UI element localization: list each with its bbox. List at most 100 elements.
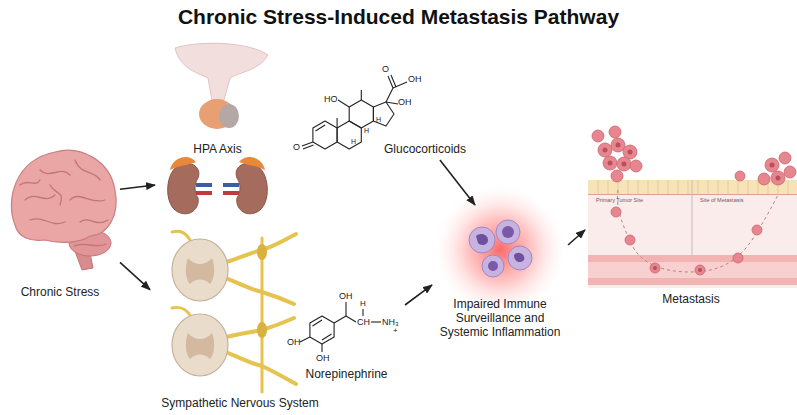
metastasis-illustration-part-part (608, 180, 609, 194)
glucocorticoid-structure-part (393, 82, 407, 88)
metastasis-illustration-part-part (630, 160, 642, 172)
atom-label: OH (398, 98, 412, 107)
glucocorticoid-structure-part (338, 100, 349, 107)
norepinephrine-structure-part (313, 320, 323, 326)
metastasis-illustration-part-part (611, 207, 621, 217)
metastasis-illustration-part-part (776, 176, 781, 181)
metastasis-illustration-part-part (698, 180, 699, 194)
immune-cells-illustration (436, 186, 564, 314)
atom-label: OH (408, 75, 422, 84)
immune-cells-illustration-part (496, 220, 520, 244)
norepinephrine-structure-part (310, 316, 334, 344)
brain-illustration-part-part (80, 220, 108, 223)
atom-label: O (382, 65, 389, 74)
illustrated-node: Metastasis (585, 120, 797, 315)
spinal-cord-illustration-part (186, 333, 214, 359)
metastasis-illustration-part-part (718, 180, 719, 194)
metastasis-illustration-part-part (648, 180, 649, 194)
atom-label: HO (324, 95, 338, 104)
glucocorticoid-structure-part (373, 102, 394, 126)
metastasis-illustration-part (588, 262, 797, 278)
metastasis-illustration-part-part (598, 180, 599, 194)
brain-illustration-part-part (70, 196, 105, 201)
metastasis-illustration-part-part (733, 253, 743, 263)
metastasis-illustration-part-part (622, 162, 627, 167)
norepinephrine-structure (300, 302, 381, 352)
norepinephrine-structure-part (334, 316, 346, 323)
glucocorticoid-structure-part (391, 75, 396, 87)
illustrated-node: Chronic Stress (0, 140, 120, 310)
metastasis-illustration-part-part (735, 171, 745, 181)
metastasis-illustration-part-part (688, 180, 689, 194)
metastasis-illustration-part (588, 180, 797, 288)
illustrated-node: HPA Axis (155, 45, 280, 220)
norepinephrine-structure-part (321, 344, 322, 352)
metastasis-illustration-part-part (770, 163, 775, 168)
spinal-cord-illustration-part-part (172, 307, 190, 315)
illustrated-node: Impaired Immune Surveillance and Systemi… (432, 205, 568, 360)
node-caption: HPA Axis (155, 142, 280, 156)
metastasis-illustration (588, 126, 797, 288)
atom-label: H (360, 300, 366, 308)
spinal-cord-illustration-part (186, 258, 214, 284)
metastasis-illustration-part-part (628, 180, 629, 194)
metastasis-illustration-part-part (616, 143, 621, 148)
metastasis-illustration-part (588, 255, 797, 285)
flow-arrow (405, 285, 432, 305)
glucocorticoid-structure-part (337, 118, 338, 128)
node-caption: Impaired Immune Surveillance and Systemi… (432, 297, 568, 339)
metastasis-illustration-part-part (603, 156, 617, 170)
flow-arrow (440, 160, 475, 205)
spinal-cord-illustration-part (172, 231, 296, 392)
kidney-illustration-part (168, 163, 199, 213)
metastasis-illustration-part-part (598, 143, 612, 157)
glucocorticoid-structure-part (316, 125, 326, 131)
atom-label: OH (287, 338, 301, 347)
metastasis-illustration-part-part (592, 130, 604, 142)
metastasis-illustration-part-part (728, 180, 729, 194)
spinal-cord-illustration-part (257, 322, 267, 338)
kidney-illustration-part (236, 163, 267, 213)
brain-illustration-part-part (40, 170, 70, 175)
metastasis-illustration-part-part (765, 158, 779, 172)
metastasis-illustration-part-part (650, 263, 660, 273)
immune-cells-illustration-part (508, 246, 532, 270)
metastasis-illustration-part-part (779, 152, 791, 164)
atom-label: H (364, 127, 369, 134)
immune-cells-illustration-part (514, 253, 524, 262)
metastasis-illustration-part (592, 126, 796, 275)
brain-illustration-part-part (20, 180, 40, 185)
spinal-cord-illustration (172, 231, 296, 392)
norepinephrine-structure-part (300, 337, 310, 342)
glucocorticoid-structure-part (386, 88, 393, 102)
node-caption: Norepinephrine (288, 367, 405, 381)
metastasis-illustration-part-part (617, 157, 631, 171)
illustrated-node: Sympathetic Nervous System (150, 228, 330, 415)
metastasis-illustration-part-part (603, 148, 608, 153)
spinal-cord-illustration-part (257, 244, 267, 260)
metastasis-illustration-part-part (678, 180, 679, 194)
site-label: Primary Tumor Site (596, 198, 643, 204)
metastasis-illustration-part-part (608, 161, 613, 166)
brain-illustration (11, 150, 116, 270)
norepinephrine-structure-part (345, 302, 346, 316)
metastasis-illustration-part-part (748, 180, 749, 194)
norepinephrine-structure-part (371, 321, 381, 322)
flow-arrow (568, 230, 585, 245)
diagram-title: Chronic Stress-Induced Metastasis Pathwa… (0, 5, 797, 29)
atom-label: + (393, 327, 398, 335)
kidney-illustration-part (170, 157, 196, 170)
brain-illustration-part-part (30, 219, 65, 224)
node-caption: Metastasis (585, 292, 797, 306)
brain-illustration-part (20, 160, 108, 246)
glucocorticoid-structure-part (386, 102, 398, 104)
metastasis-illustration-part-part (638, 180, 639, 194)
glucocorticoid-structure-part (337, 121, 361, 149)
glucocorticoid-structure-part (303, 145, 314, 149)
atom-label: OH (316, 354, 330, 363)
norepinephrine-structure-part (322, 334, 332, 340)
kidney-illustration-part (223, 191, 239, 195)
norepinephrine-structure-part (362, 309, 363, 316)
